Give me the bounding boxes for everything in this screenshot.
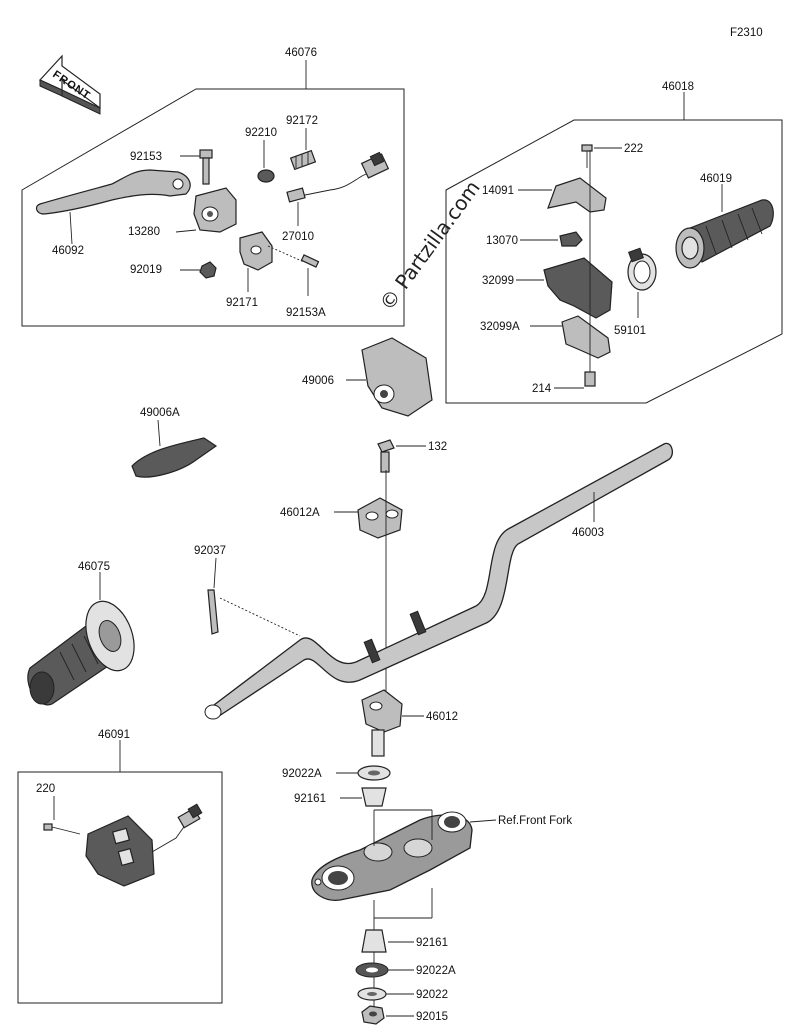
label-92161-top: 92161 — [294, 793, 326, 805]
screw-214 — [584, 150, 596, 387]
switch-27010 — [286, 151, 390, 203]
clutch-lever-box — [21, 88, 405, 327]
handlebar-switch-box — [17, 771, 223, 1004]
lever-guard-49006 — [361, 337, 433, 417]
label-32099A: 32099A — [480, 321, 520, 333]
washer-92210 — [257, 169, 275, 183]
label-46075: 46075 — [78, 561, 110, 573]
label-46012A: 46012A — [280, 507, 320, 519]
throttle-assembly-box — [445, 119, 783, 404]
label-46092: 46092 — [52, 245, 84, 257]
bushing-92161-top — [361, 787, 387, 807]
steering-stem-clamp — [311, 811, 473, 901]
label-92022: 92022 — [416, 989, 448, 1001]
collar-59101 — [627, 247, 657, 291]
label-46018: 46018 — [662, 81, 694, 93]
clutch-lever-46092 — [35, 169, 191, 215]
clamp-92171 — [239, 231, 273, 271]
label-132: 132 — [428, 441, 447, 453]
guide-13070 — [559, 231, 583, 247]
bolt-92153 — [199, 149, 213, 185]
label-46012: 46012 — [426, 711, 458, 723]
front-arrow-icon: FRONT — [38, 54, 101, 115]
handlebar-holder-46012 — [361, 689, 403, 757]
adjuster-92172 — [289, 149, 317, 171]
lever-holder-13280 — [193, 187, 237, 233]
label-49006: 49006 — [302, 375, 334, 387]
label-222: 222 — [624, 143, 643, 155]
label-14091: 14091 — [482, 185, 514, 197]
label-92022A-bottom: 92022A — [416, 965, 456, 977]
hand-guard-49006A — [131, 437, 218, 478]
label-49006A: 49006A — [140, 407, 180, 419]
label-92022A-top: 92022A — [282, 768, 322, 780]
bolt-92153A — [267, 245, 320, 268]
watermark: © Partzilla.com — [375, 176, 485, 315]
cover-14091 — [547, 177, 607, 213]
label-13280: 13280 — [128, 226, 160, 238]
label-46076: 46076 — [285, 47, 317, 59]
label-32099: 32099 — [482, 275, 514, 287]
label-46091: 46091 — [98, 729, 130, 741]
diagram-code: F2310 — [730, 27, 763, 39]
throttle-grip-46019 — [675, 199, 774, 269]
label-92015: 92015 — [416, 1011, 448, 1023]
band-92037 — [207, 589, 219, 635]
label-214: 214 — [532, 383, 552, 395]
label-46003: 46003 — [572, 527, 604, 539]
label-92019: 92019 — [130, 264, 162, 276]
ref-front-fork: Ref.Front Fork — [498, 815, 572, 827]
label-92153: 92153 — [130, 151, 162, 163]
case-32099A — [561, 315, 611, 359]
label-92172: 92172 — [286, 115, 318, 127]
label-92210: 92210 — [245, 127, 277, 139]
label-59101: 59101 — [614, 325, 646, 337]
handlebar-46003 — [204, 442, 674, 720]
label-92171: 92171 — [226, 297, 258, 309]
screw-220 — [43, 823, 81, 835]
label-220: 220 — [36, 783, 55, 795]
switch-46091 — [85, 803, 203, 887]
label-92161-bottom: 92161 — [416, 937, 448, 949]
bolt-132 — [377, 439, 395, 473]
handlebar-holder-46012A — [357, 497, 403, 539]
screw-222 — [581, 144, 593, 168]
label-92037: 92037 — [194, 545, 226, 557]
label-13070: 13070 — [486, 235, 518, 247]
case-32099 — [543, 257, 613, 319]
label-27010: 27010 — [282, 231, 314, 243]
label-92153A: 92153A — [286, 307, 326, 319]
bushing-92161-bottom — [361, 929, 387, 953]
label-46019: 46019 — [700, 173, 732, 185]
grip-46075 — [27, 600, 135, 706]
nut-92019 — [199, 261, 217, 279]
